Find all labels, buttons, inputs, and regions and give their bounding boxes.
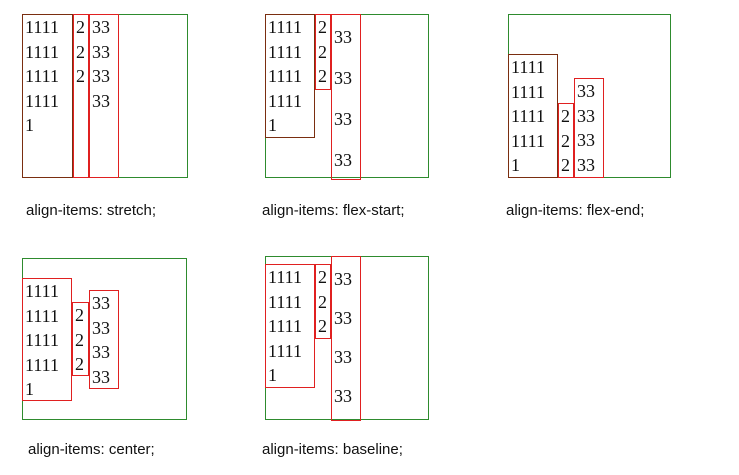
item-line: 2 [318,267,327,287]
item-line: 1111 [25,354,59,375]
item-line: 33 [577,105,595,126]
caption-flex-start: align-items: flex-start; [262,202,405,219]
item-line: 1111 [25,17,59,37]
item-line: 33 [334,347,352,367]
flex-item-3: 33 33 33 33 [331,256,361,421]
item-line: 33 [92,293,110,313]
item-line: 2 [318,316,327,336]
item-line: 2 [318,41,327,62]
item-line: 1111 [25,281,59,301]
item-line: 33 [334,68,352,88]
flex-item-1: 1111 1111 1111 1111 1 [22,278,72,401]
item-line: 1111 [25,41,59,62]
flex-item-2: 2 2 2 [315,14,331,90]
flex-item-3: 33 33 33 33 [331,14,361,180]
item-line: 1111 [268,66,302,86]
item-line: 33 [334,150,352,170]
item-line: 1111 [511,130,545,151]
item-line: 2 [318,291,327,312]
item-line: 1 [511,155,520,175]
item-line: 2 [561,130,570,151]
item-line: 33 [577,154,595,175]
item-line: 1111 [25,90,59,111]
item-line: 33 [334,27,352,47]
item-line: 2 [561,155,570,175]
item-line: 33 [334,308,352,328]
flex-item-2: 2 2 2 [72,302,89,376]
item-line: 1111 [268,41,302,62]
caption-center: align-items: center; [28,441,155,458]
item-line: 33 [92,317,110,338]
item-line: 1111 [268,291,302,312]
item-line: 33 [577,81,595,101]
item-line: 1111 [25,66,59,86]
item-line: 1111 [511,57,545,77]
item-line: 1111 [25,305,59,326]
item-line: 33 [92,41,110,62]
item-line: 1111 [511,81,545,102]
item-line: 1 [268,365,277,385]
item-line: 2 [318,66,327,86]
item-line: 33 [334,386,352,406]
item-line: 1111 [268,340,302,361]
flex-item-2: 2 2 2 [315,264,331,339]
caption-stretch: align-items: stretch; [26,202,157,219]
item-line: 2 [76,66,85,86]
flex-item-2: 2 2 2 [73,14,89,178]
item-line: 33 [334,109,352,129]
item-line: 1111 [268,267,302,287]
flex-item-1: 1111 1111 1111 1111 1 [22,14,73,178]
flex-item-1: 1111 1111 1111 1111 1 [508,54,558,178]
flex-item-2: 2 2 2 [558,103,574,178]
item-line: 1111 [511,106,545,126]
item-line: 2 [76,41,85,62]
item-line: 1 [25,379,34,399]
item-line: 1111 [268,316,302,336]
flex-item-1: 1111 1111 1111 1111 1 [265,14,315,138]
item-line: 1111 [268,90,302,111]
flex-item-1: 1111 1111 1111 1111 1 [265,264,315,388]
item-line: 1111 [268,17,302,37]
item-line: 33 [577,130,595,150]
flex-item-3: 33 33 33 33 [89,290,119,389]
item-line: 1 [268,115,277,135]
item-line: 2 [318,17,327,37]
item-line: 2 [75,354,84,374]
item-line: 1 [25,115,34,135]
item-line: 33 [92,90,110,111]
item-line: 33 [92,66,110,86]
item-line: 33 [92,366,110,387]
item-line: 2 [75,329,84,350]
item-line: 33 [92,342,110,362]
item-line: 2 [76,17,85,37]
item-line: 2 [75,305,84,325]
flex-item-3: 33 33 33 33 [574,78,604,178]
item-line: 33 [92,17,110,37]
item-line: 33 [334,269,352,289]
caption-baseline: align-items: baseline; [262,441,403,458]
caption-flex-end: align-items: flex-end; [506,202,645,219]
item-line: 2 [561,106,570,126]
flex-item-3: 33 33 33 33 [89,14,119,178]
item-line: 1111 [25,330,59,350]
